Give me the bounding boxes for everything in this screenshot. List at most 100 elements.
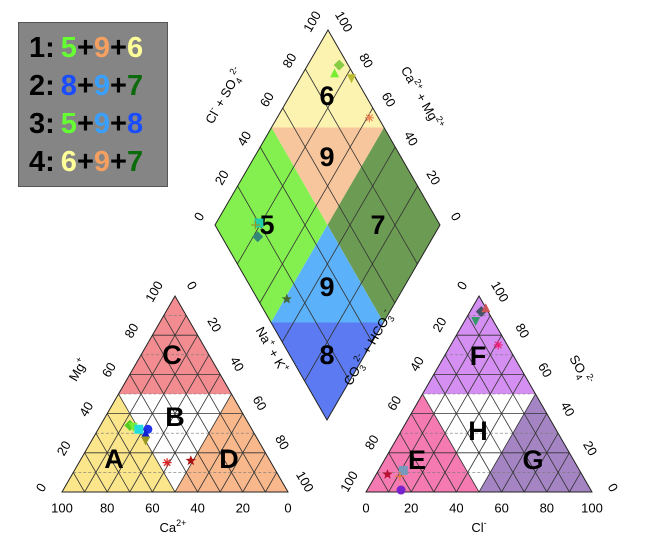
- tick-label-mg: 60: [99, 360, 119, 380]
- legend-row-number: 3:: [29, 108, 55, 140]
- legend-zone-number: 9: [93, 32, 111, 64]
- tick-label-co3: 80: [362, 432, 382, 452]
- grid-line-na: [219, 433, 255, 493]
- axis-title-ca: Ca2+: [160, 518, 187, 535]
- grid-line-ca: [84, 452, 108, 493]
- zone-label-8: 8: [319, 340, 334, 370]
- tick-label-cl: 100: [581, 500, 603, 515]
- grid-line-na: [129, 354, 210, 493]
- grid-line-cl: [456, 335, 548, 493]
- zone-a: [62, 394, 175, 492]
- tick-label-mg: 0: [33, 481, 50, 495]
- legend-zone-number: +: [110, 70, 127, 102]
- axis-title-part: 2+: [176, 518, 186, 528]
- tick-label-na: 0: [184, 279, 201, 293]
- axis-title-part: +: [267, 337, 278, 347]
- axis-title-part: SO: [566, 352, 588, 376]
- axis-title-mg: Mg+: [64, 355, 90, 384]
- zone-8: [271, 322, 384, 420]
- grid-line-cl: [376, 472, 389, 493]
- tick-label-cl-so4: 100: [300, 8, 324, 34]
- tick-label-mg: 100: [142, 278, 166, 304]
- tick-label-cl: 60: [494, 500, 508, 515]
- grid-line-na: [84, 315, 187, 493]
- cation-data-point: [141, 428, 151, 438]
- anion-data-point: [398, 465, 408, 475]
- grid-line-clso4: [282, 107, 396, 304]
- axis-title-part: 2+: [412, 77, 426, 91]
- anion-data-point: [382, 468, 393, 479]
- tick-label-mg: 40: [76, 399, 96, 419]
- legend-row: 3:5+9+8: [29, 105, 167, 143]
- zone-9-lower: [271, 225, 384, 323]
- anion-data-point: [471, 316, 481, 326]
- legend-row-number: 4:: [29, 146, 55, 178]
- grid-line-ca: [163, 315, 266, 493]
- tick-label-co3: 20: [429, 315, 449, 335]
- axis-title-part: Ca: [160, 520, 177, 535]
- zone-label-5: 5: [259, 210, 274, 240]
- zone-label-b: B: [165, 402, 185, 432]
- zone-label-g: G: [522, 445, 543, 475]
- grid-line-clso4: [305, 68, 418, 265]
- axis-title-part: 2-: [351, 351, 364, 363]
- axis-title-part: 2+: [434, 114, 448, 128]
- axis-title-part: Mg: [66, 360, 88, 383]
- grid-line-cl: [444, 354, 525, 493]
- tick-label-cl: 40: [449, 500, 463, 515]
- axis-title-ca-mg: Ca2+ + Mg2+: [398, 63, 448, 132]
- zone-label-e: E: [408, 445, 426, 475]
- tick-label-mg: 80: [121, 321, 141, 341]
- legend-zone-number: +: [76, 146, 94, 178]
- tick-label-ca-mg: 80: [356, 50, 376, 70]
- tick-label-co3: 40: [407, 354, 427, 374]
- legend-zone-number: 5: [60, 108, 77, 140]
- diamond-data-point: [254, 218, 264, 228]
- diamond-data-point: [364, 113, 374, 123]
- axis-title-part: 3: [357, 363, 368, 372]
- axis-title-cl: Cl-: [471, 518, 486, 535]
- tick-label-so4: 0: [605, 481, 622, 495]
- diamond-data-point: [333, 59, 345, 71]
- cation-triangle-outline: [61, 294, 289, 493]
- tick-label-na: 60: [250, 393, 270, 413]
- tick-label-co3: 100: [337, 468, 361, 494]
- axis-title-cl-so4: Cl- + SO42-: [200, 64, 248, 128]
- tick-label-ca: 100: [51, 500, 73, 515]
- grid-line-na: [197, 413, 244, 493]
- zone-label-a: A: [104, 444, 124, 474]
- legend-zone-number: +: [110, 32, 127, 64]
- grid-line-co3: [388, 315, 491, 493]
- legend-zone-number: 6: [126, 32, 144, 64]
- zone-label-c: C: [162, 340, 182, 370]
- anion-data-point: [395, 471, 405, 481]
- cation-data-point: [162, 458, 172, 468]
- axis-title-part: Cl: [471, 520, 483, 535]
- tick-label-ca-mg: 40: [401, 128, 421, 148]
- tick-label-cl-so4: 60: [257, 89, 277, 109]
- tick-label-mg: 20: [54, 438, 74, 458]
- tick-label-co3: 0: [454, 279, 471, 293]
- tick-label-so4: 60: [535, 360, 555, 380]
- diamond-data-point: [281, 293, 293, 304]
- grid-line-co3: [523, 433, 559, 493]
- anion-data-point: [493, 340, 503, 350]
- tick-label-so4: 20: [580, 438, 600, 458]
- tick-label-so4: 100: [488, 278, 512, 304]
- zone-6: [271, 30, 384, 128]
- axis-title-part: 4: [234, 76, 245, 85]
- grid-line-na: [242, 452, 266, 493]
- legend-zone-number: +: [76, 108, 94, 140]
- tick-label-cl-so4: 80: [279, 50, 299, 70]
- legend-zone-number: 7: [126, 146, 144, 178]
- grid-line-ca: [95, 433, 131, 493]
- cation-data-point: [134, 424, 144, 434]
- tick-label-co3: 60: [384, 393, 404, 413]
- legend-zone-number: 9: [93, 146, 111, 178]
- zone-label-h: H: [468, 416, 488, 446]
- zone-label-d: D: [219, 444, 239, 474]
- zone-c: [118, 296, 232, 394]
- grid-line-ca: [140, 354, 221, 493]
